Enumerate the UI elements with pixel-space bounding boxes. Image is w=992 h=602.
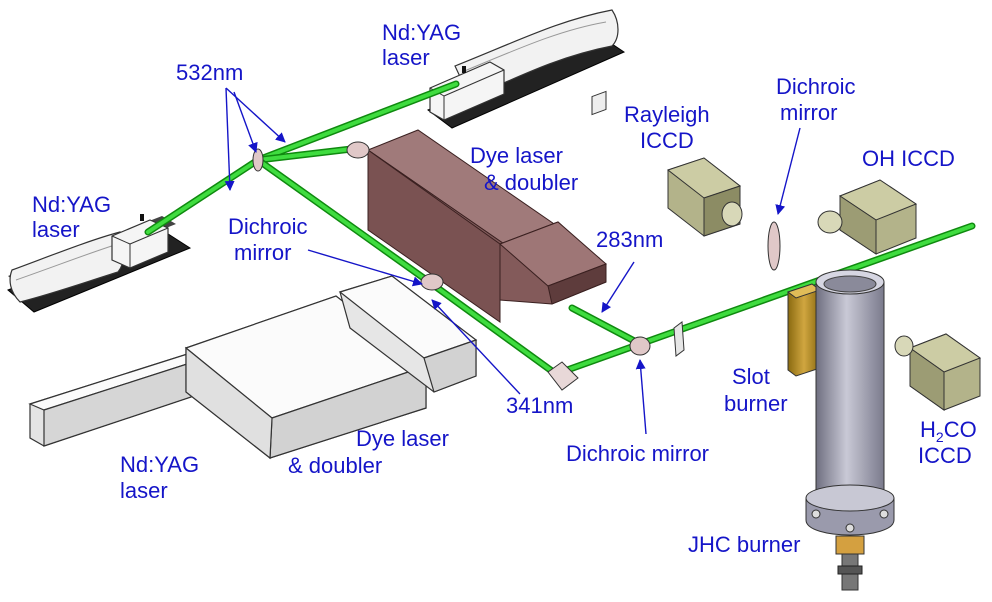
label-dichroic-top-2: mirror xyxy=(780,100,837,125)
label-nd-yag-left-1: Nd:YAG xyxy=(32,192,111,217)
label-dye-top-2: & doubler xyxy=(484,170,578,195)
label-dichroic-left-1: Dichroic xyxy=(228,214,307,239)
dichroic-mirror-left-icon xyxy=(420,273,444,291)
mirror-dye-input-icon xyxy=(346,141,370,159)
label-532nm: 532nm xyxy=(176,60,243,85)
h2co-camera xyxy=(894,333,982,411)
dichroic-mirror-top-icon xyxy=(767,221,781,271)
label-341nm: 341nm xyxy=(506,393,573,418)
nd-yag-laser-bottom xyxy=(28,349,214,447)
label-rayleigh-1: Rayleigh xyxy=(624,102,710,127)
dye-laser-bottom xyxy=(184,275,478,460)
rayleigh-camera xyxy=(666,157,743,237)
nd-yag-laser-top xyxy=(427,9,626,129)
label-nd-yag-left-2: laser xyxy=(32,217,80,242)
label-slot-burner-2: burner xyxy=(724,391,788,416)
label-nd-yag-bottom-1: Nd:YAG xyxy=(120,452,199,477)
slot-burner xyxy=(786,283,822,377)
nd-yag-laser-left xyxy=(7,214,192,313)
prism-icon xyxy=(547,361,579,391)
laser-beams xyxy=(144,80,976,378)
laser-port-icon xyxy=(462,66,466,73)
label-h2co-iccd: ICCD xyxy=(918,443,972,468)
optic-283-icon xyxy=(591,90,607,116)
laser-port-icon xyxy=(140,214,144,221)
label-nd-yag-top-1: Nd:YAG xyxy=(382,20,461,45)
label-dichroic-bottom: Dichroic mirror xyxy=(566,441,709,466)
label-h2co: H2CO xyxy=(920,417,977,445)
label-dichroic-top-1: Dichroic xyxy=(776,74,855,99)
label-dye-bottom-1: Dye laser xyxy=(356,426,449,451)
label-nd-yag-bottom-2: laser xyxy=(120,478,168,503)
labels: Nd:YAG laser 532nm Nd:YAG laser Dye lase… xyxy=(32,20,977,557)
label-jhc-burner: JHC burner xyxy=(688,532,800,557)
label-dichroic-left-2: mirror xyxy=(234,240,291,265)
label-arrows xyxy=(224,87,801,435)
dichroic-mirror-bottom-icon xyxy=(629,336,651,356)
label-nd-yag-top-2: laser xyxy=(382,45,430,70)
dye-laser-top xyxy=(366,129,607,323)
mirror-532-icon xyxy=(252,148,264,172)
jhc-burner xyxy=(805,269,895,591)
label-slot-burner-1: Slot xyxy=(732,364,770,389)
optics xyxy=(252,90,781,391)
label-rayleigh-2: ICCD xyxy=(640,128,694,153)
oh-camera xyxy=(817,179,918,255)
label-dye-top-1: Dye laser xyxy=(470,143,563,168)
lens-icon xyxy=(673,321,685,357)
label-dye-bottom-2: & doubler xyxy=(288,453,382,478)
label-oh-iccd: OH ICCD xyxy=(862,146,955,171)
label-283nm: 283nm xyxy=(596,227,663,252)
